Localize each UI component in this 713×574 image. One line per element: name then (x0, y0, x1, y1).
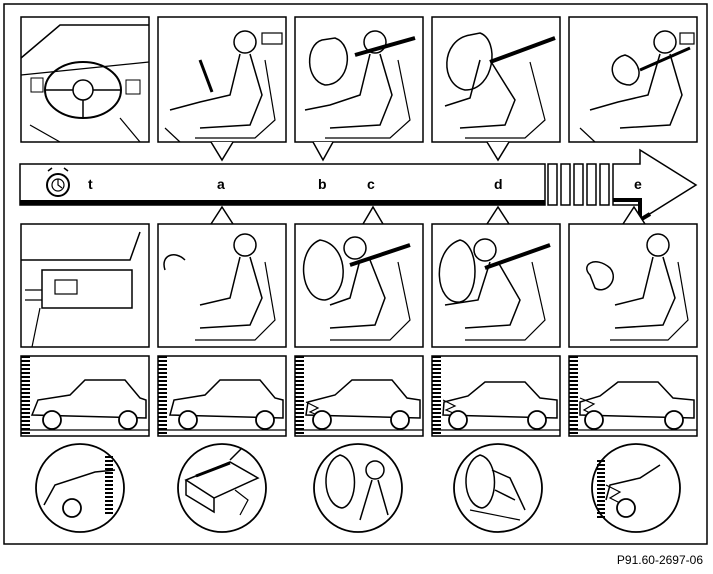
pointer-d-bottom (486, 205, 510, 225)
pointer-b-top (312, 141, 334, 162)
ignition-clock-icon (46, 167, 70, 197)
top-row (20, 16, 698, 162)
detail-circle-1 (35, 443, 125, 533)
detail-circles (35, 443, 681, 533)
timeline-label-a: a (217, 176, 225, 192)
driver-panel-b (294, 16, 424, 143)
pointer-c-bottom (362, 205, 384, 225)
passenger-panel-e (568, 223, 698, 348)
crash-row (20, 355, 698, 437)
car-panel-1 (20, 355, 150, 437)
detail-circle-4 (453, 443, 543, 533)
driver-panel-d (431, 16, 561, 143)
car-panel-4 (431, 355, 561, 437)
driver-panel-e (568, 16, 698, 143)
timeline-arrow: t a b c d e (19, 148, 698, 224)
timeline-label-b: b (318, 176, 327, 192)
passenger-panel-a (157, 223, 287, 348)
timeline-label-t: t (88, 176, 93, 192)
timeline-label-e: e (634, 176, 642, 192)
detail-circle-3 (313, 443, 403, 533)
detail-circle-5 (591, 443, 681, 533)
car-panel-5 (568, 355, 698, 437)
car-panel-2 (157, 355, 287, 437)
pointer-d-top (486, 141, 510, 162)
passenger-panel-d (431, 223, 561, 348)
pointer-e-bottom (622, 205, 646, 225)
diagram-border (3, 3, 708, 545)
driver-panel-a (157, 16, 287, 143)
pointer-a-bottom (210, 205, 234, 225)
timeline-label-d: d (494, 176, 503, 192)
dashboard-panel (20, 223, 150, 348)
pointer-a-top (210, 141, 234, 162)
cockpit-panel (20, 16, 150, 143)
passenger-row (20, 223, 698, 348)
figure-code: P91.60-2697-06 (616, 553, 703, 567)
passenger-panel-c (294, 223, 424, 348)
timeline-label-c: c (367, 176, 375, 192)
detail-circle-2 (177, 443, 267, 533)
car-panel-3 (294, 355, 424, 437)
